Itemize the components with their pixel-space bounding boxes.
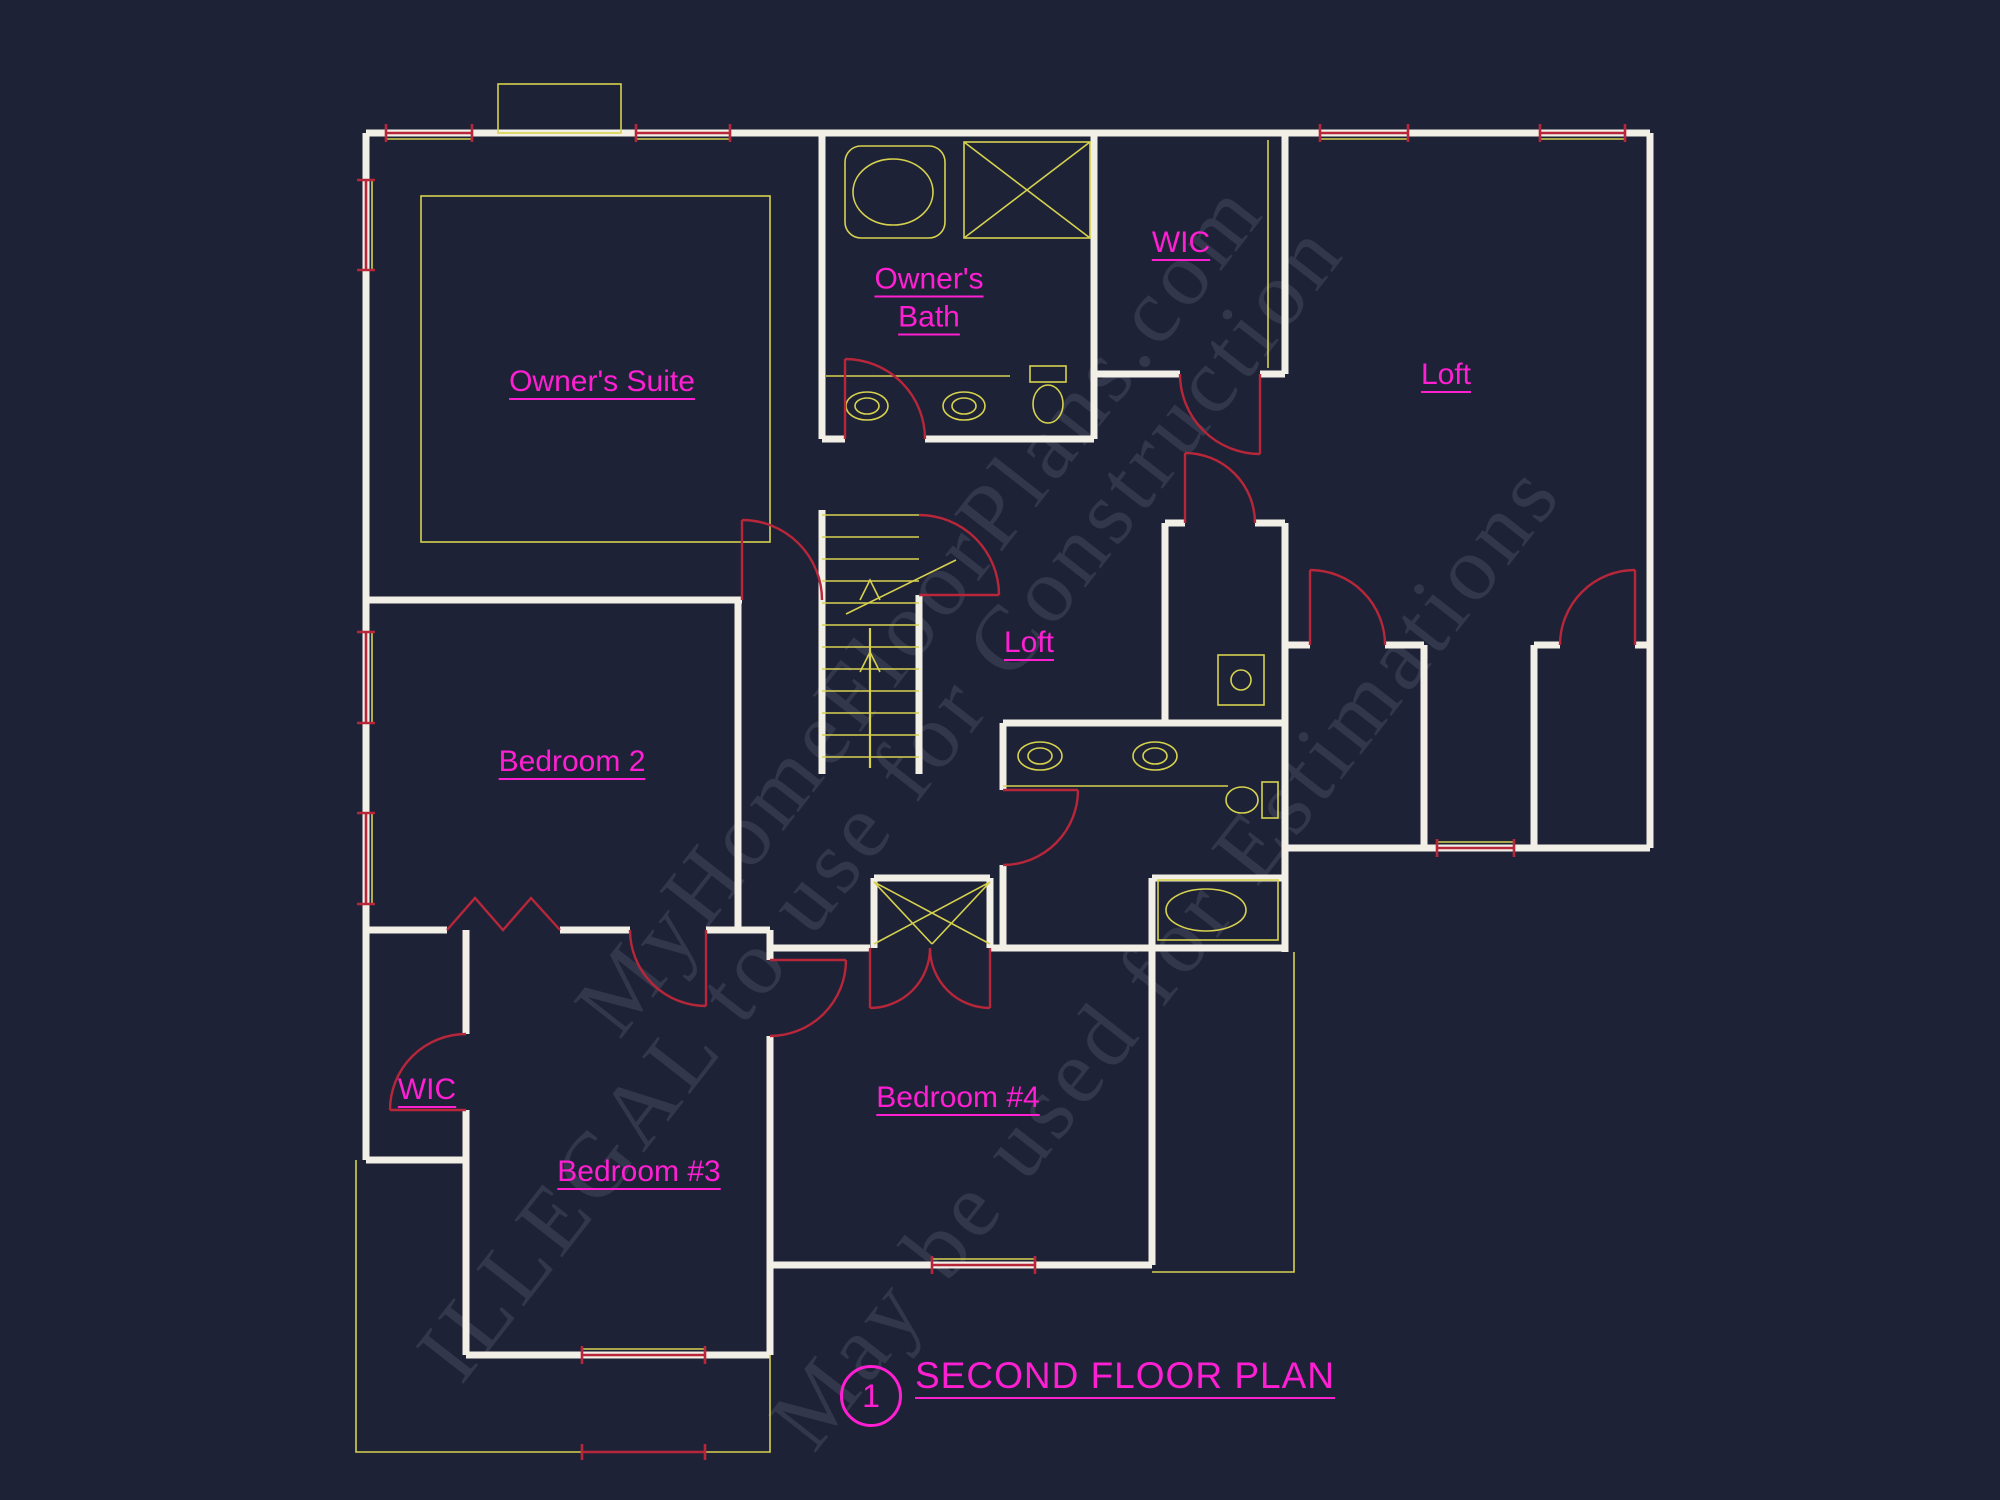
window-glass-lines	[371, 138, 1625, 1350]
sink-icon	[1142, 747, 1168, 765]
utility-fixture	[1217, 654, 1265, 706]
bath2-tub-icon	[1165, 888, 1247, 932]
room-label-bedroom-2: Bedroom 2	[498, 745, 646, 778]
utility-fixture	[1230, 669, 1252, 691]
room-label-owners-suite: Owner's Suite	[509, 365, 695, 398]
sheet-number-badge: 1	[840, 1365, 902, 1427]
room-label-loft-upper: Loft	[1420, 358, 1472, 391]
toilet-icon	[1225, 786, 1259, 814]
sink-icon	[845, 391, 889, 421]
sink-icon	[1027, 747, 1053, 765]
owners-tub-icon	[852, 158, 934, 226]
sink-icon	[1132, 741, 1178, 771]
room-label-loft-center: Loft	[1003, 626, 1055, 659]
toilet-icon	[1032, 384, 1064, 424]
sink-icon	[942, 391, 986, 421]
window-accents	[357, 124, 1627, 1460]
tray-ceiling-outline	[420, 195, 771, 543]
room-label-bedroom-3: Bedroom #3	[557, 1155, 721, 1188]
toilet-tank	[1261, 781, 1279, 819]
sheet-number: 1	[862, 1377, 880, 1414]
fireplace-bump	[497, 83, 622, 134]
toilet-tank	[1029, 365, 1067, 383]
fixtures-and-trim	[355, 83, 1625, 1453]
room-label-bedroom-4: Bedroom #4	[876, 1081, 1040, 1114]
stair-up-arrows	[845, 559, 957, 673]
floor-below-outline	[355, 952, 1295, 1453]
shower-icon	[963, 141, 1091, 239]
tub-platform	[844, 145, 946, 239]
shower-x	[963, 141, 1091, 239]
room-label-owners-bath: Owner's Bath	[874, 262, 984, 334]
closet-rod-x	[873, 881, 991, 945]
sink-icon	[854, 397, 880, 415]
plan-title: SECOND FLOOR PLAN	[915, 1355, 1335, 1396]
sink-icon	[1017, 741, 1063, 771]
bath2-tub-icon	[1157, 879, 1279, 941]
room-label-wic-lower: WIC	[397, 1073, 457, 1106]
room-label-wic-upper: WIC	[1151, 226, 1211, 259]
door-swings	[388, 357, 1637, 1112]
sink-icon	[951, 397, 977, 415]
